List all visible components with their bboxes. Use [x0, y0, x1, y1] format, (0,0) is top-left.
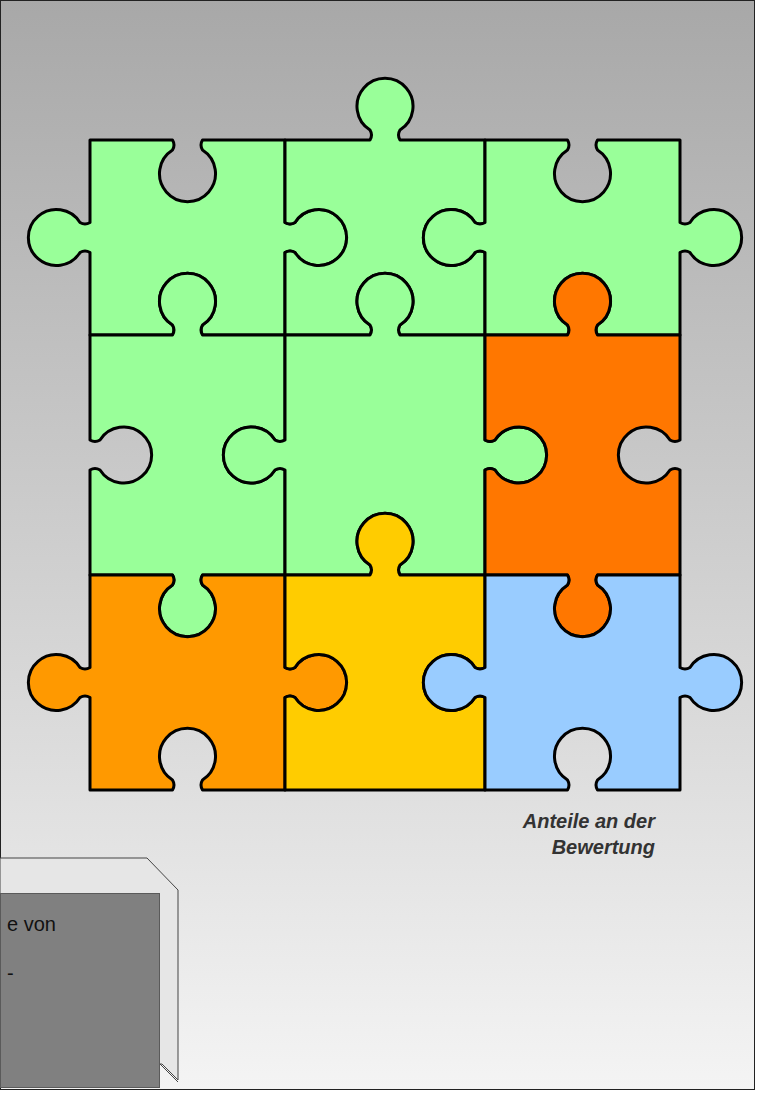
puzzle-pieces	[28, 78, 741, 790]
puzzle-piece	[423, 575, 741, 790]
puzzle-piece	[285, 513, 485, 790]
background-panel	[1, 1, 755, 1090]
box-text: e von	[7, 912, 159, 937]
box-text: -	[7, 961, 159, 986]
box-fold-edge	[160, 1064, 178, 1082]
caption-label: Anteile an der Bewertung	[503, 808, 655, 860]
grey-text-box: e von -	[0, 893, 160, 1088]
